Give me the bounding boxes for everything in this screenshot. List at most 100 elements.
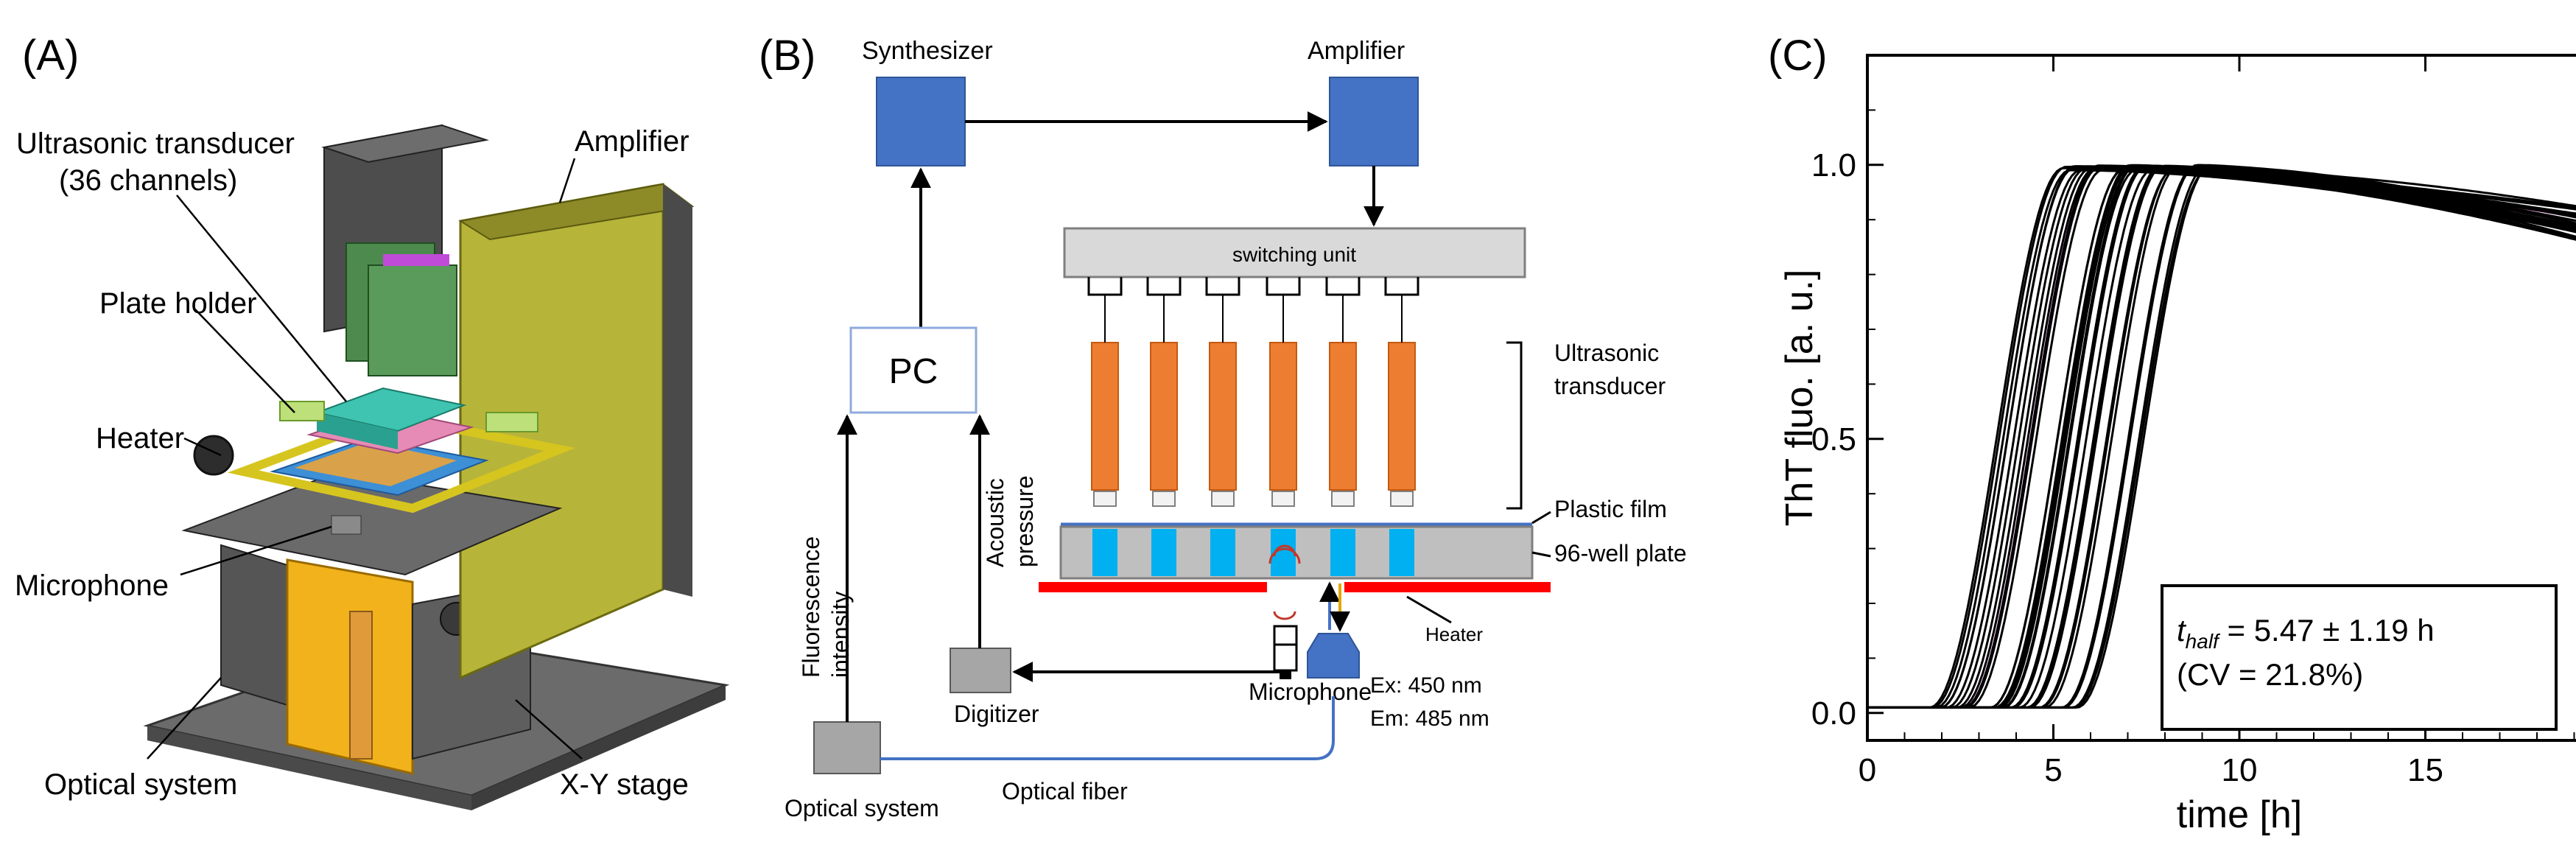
label-intensity: intensity (827, 592, 854, 678)
heater-left (1039, 582, 1267, 592)
transducer-tip (1390, 491, 1414, 507)
label-ultrasonic-transducer: Ultrasonic transducer (16, 127, 295, 160)
heater-pointer (1406, 595, 1452, 624)
fluorescence-label-group: Fluorescence intensity (798, 536, 854, 678)
label-transducer: transducer (1554, 373, 1666, 399)
label-microphone-b: Microphone (1249, 679, 1372, 705)
transducer-body (1209, 342, 1237, 491)
well (1151, 529, 1176, 576)
transducer-body (1091, 342, 1119, 491)
annotation-thalf: thalf = 5.47 ± 1.19 h (2177, 613, 2435, 653)
annotation-cv: (CV = 21.8%) (2177, 657, 2363, 692)
transducer-cable (1087, 277, 1123, 296)
label-optical-system: Optical system (44, 768, 237, 801)
synthesizer-box (876, 77, 966, 166)
tht-fluorescence-chart: (C) 051015200.00.51.0 thalf = 5.47 ± 1.1… (1768, 32, 2576, 836)
panel-a-instrument-render: (A) Ultrasonic transducer (36 channels) (0, 0, 759, 859)
y-axis-label: ThT fluo. [a. u.] (1778, 270, 1821, 527)
transducer-bracket (1506, 341, 1523, 510)
digitizer-box (950, 648, 1011, 693)
label-pc: PC (889, 352, 938, 391)
label-36-channels: (36 channels) (59, 164, 237, 197)
label-digitizer: Digitizer (954, 701, 1039, 727)
orange-post (349, 611, 373, 760)
transducer-cable (1384, 277, 1419, 296)
well-plate-pointer (1531, 551, 1551, 558)
base-plate-side (471, 685, 726, 810)
label-amplifier: Amplifier (575, 125, 689, 158)
transducer-body (1269, 342, 1297, 491)
kinetic-curve (1867, 164, 2576, 709)
panel-c-chart: (C) 051015200.00.51.0 thalf = 5.47 ± 1.1… (1768, 0, 2576, 859)
kinetic-curve (1867, 166, 2576, 709)
panel-b-schematic: (B) Synthesizer Amplifier switching unit… (759, 0, 1768, 859)
label-em: Em: 485 nm (1370, 707, 1489, 731)
amplifier-side (663, 184, 692, 597)
heater-right (1344, 582, 1551, 592)
transducer-body (1329, 342, 1357, 491)
label-96-well-plate: 96-well plate (1554, 540, 1687, 567)
orange-plate (295, 442, 457, 486)
leader-lines (147, 158, 583, 760)
transducer-tip (1271, 491, 1295, 507)
microphone-body (1273, 625, 1298, 672)
thalf-value: = 5.47 ± 1.19 h (2219, 613, 2435, 648)
y-tick-label: 1.0 (1811, 147, 1856, 183)
amplifier-box (1329, 77, 1419, 166)
wells (1092, 529, 1414, 576)
label-synthesizer: Synthesizer (862, 37, 993, 65)
microphone-housing (331, 515, 362, 535)
well (1389, 529, 1414, 576)
acoustic-label-group: Acoustic pressure (982, 476, 1038, 568)
heater-knob (193, 435, 234, 476)
label-switching-unit: switching unit (1232, 243, 1356, 266)
transducer-cable (1266, 277, 1301, 296)
label-plate-holder: Plate holder (99, 287, 256, 320)
transducer-tip (1152, 491, 1176, 507)
x-tick-label: 10 (2222, 752, 2258, 788)
transducer-tip (1331, 491, 1355, 507)
plastic-film-pointer (1531, 511, 1551, 525)
label-optical-fiber: Optical fiber (1002, 778, 1128, 804)
switching-unit (1063, 227, 1526, 278)
thalf-t: t (2177, 613, 2187, 648)
pc-box (849, 326, 978, 414)
transducer-cable (1205, 277, 1240, 296)
x-tick-label: 15 (2407, 752, 2443, 788)
panel-a-letter: (A) (22, 32, 79, 80)
tower-top (321, 124, 489, 164)
sound-waves (1268, 544, 1301, 620)
x-axis-label: time [h] (2177, 793, 2303, 836)
thalf-sub: half (2186, 630, 2221, 653)
label-ex: Ex: 450 nm (1370, 673, 1482, 698)
label-xy-stage: X-Y stage (560, 768, 689, 801)
chart-ticks: 051015200.00.51.0 (1811, 55, 2575, 788)
label-plastic-film: Plastic film (1554, 496, 1667, 522)
label-microphone: Microphone (15, 569, 169, 602)
transducer-cable (1146, 277, 1182, 296)
well-plate (1059, 525, 1534, 580)
label-fluorescence: Fluorescence (798, 536, 824, 678)
transducer-cable (1325, 277, 1361, 296)
optical-probe (1307, 633, 1360, 679)
label-pressure: pressure (1011, 476, 1038, 568)
kinetic-curve (1867, 167, 2576, 709)
transducer-body (1388, 342, 1416, 491)
teal-transducer-front (317, 413, 398, 449)
instrument-render: (A) Ultrasonic transducer (36 channels) (15, 32, 730, 810)
optical-system-box (220, 544, 295, 709)
transducer-tip (1093, 491, 1117, 507)
lower-platform (181, 470, 563, 576)
label-optical-system-b: Optical system (785, 795, 939, 821)
label-heater: Heater (96, 422, 184, 455)
well (1092, 529, 1117, 576)
x-tick-label: 5 (2044, 752, 2062, 788)
optical-fiber (880, 696, 1335, 760)
optical-system-box-b (813, 721, 881, 774)
well (1330, 529, 1355, 576)
panel-b-letter: (B) (759, 32, 815, 80)
label-acoustic: Acoustic (982, 478, 1008, 567)
y-tick-label: 0.0 (1811, 695, 1856, 732)
circuit-board-2 (368, 264, 457, 376)
light-green-plate-right (485, 412, 538, 432)
